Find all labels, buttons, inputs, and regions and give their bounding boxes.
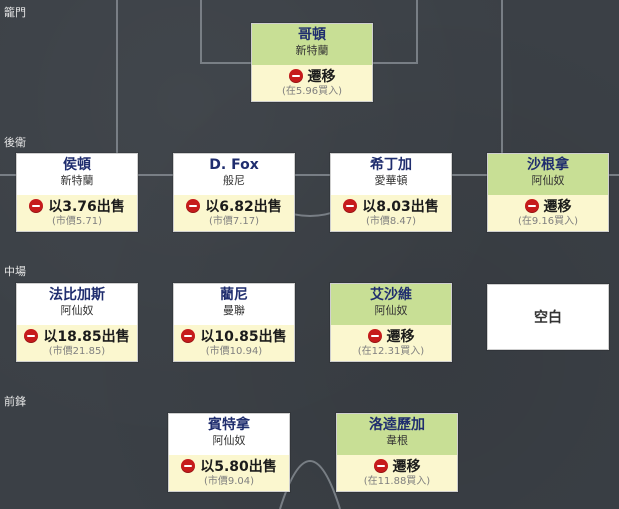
player-card-md-1[interactable]: 法比加斯 阿仙奴 以18.85出售 (市價21.85) (16, 283, 138, 362)
purchase-price-note: (在9.16買入) (517, 216, 579, 227)
remove-icon (343, 199, 358, 213)
player-name[interactable]: 賓特拿 (208, 417, 250, 433)
remove-icon (367, 329, 382, 343)
player-name[interactable]: D. Fox (209, 157, 259, 173)
section-defense-label: 後衛 (4, 136, 26, 149)
player-name[interactable]: 沙根拿 (527, 157, 569, 173)
player-card-header: 希丁加 愛華頓 (331, 154, 451, 195)
player-action-area: 遷移 (在12.31買入) (331, 325, 451, 361)
player-card-md-3[interactable]: 艾沙維 阿仙奴 遷移 (在12.31買入) (330, 283, 452, 362)
market-value-note: (市價21.85) (48, 346, 106, 357)
sell-label: 以8.03出售 (362, 199, 439, 215)
section-goalkeeper-label: 籠門 (4, 6, 26, 19)
player-card-header: 賓特拿 阿仙奴 (169, 414, 289, 455)
player-team: 阿仙奴 (374, 304, 408, 317)
section-midfield-label: 中場 (4, 265, 26, 278)
player-card-fw-1[interactable]: 賓特拿 阿仙奴 以5.80出售 (市價9.04) (168, 413, 290, 492)
sell-button[interactable]: 以10.85出售 (174, 327, 294, 345)
transfer-button[interactable]: 遷移 (337, 457, 457, 475)
transfer-label: 遷移 (392, 459, 421, 475)
player-card-df-1[interactable]: 侯頓 新特蘭 以3.76出售 (市價5.71) (16, 153, 138, 232)
remove-icon (181, 459, 196, 473)
player-card-header: 沙根拿 阿仙奴 (488, 154, 608, 195)
remove-icon (288, 69, 303, 83)
player-action-area: 以6.82出售 (市價7.17) (174, 195, 294, 231)
player-card-header: 艾沙維 阿仙奴 (331, 284, 451, 325)
player-card-md-2[interactable]: 藺尼 曼聯 以10.85出售 (市價10.94) (173, 283, 295, 362)
player-card-header: D. Fox 般尼 (174, 154, 294, 195)
player-team: 阿仙奴 (60, 304, 94, 317)
sell-label: 以18.85出售 (43, 329, 130, 345)
player-action-area: 以8.03出售 (市價8.47) (331, 195, 451, 231)
purchase-price-note: (在5.96買入) (281, 86, 343, 97)
section-forward-label: 前鋒 (4, 395, 26, 408)
player-action-area: 以3.76出售 (市價5.71) (17, 195, 137, 231)
player-card-gk-1[interactable]: 哥頓 新特蘭 遷移 (在5.96買入) (251, 23, 373, 102)
player-team: 曼聯 (223, 304, 245, 317)
sell-label: 以10.85出售 (200, 329, 287, 345)
sell-button[interactable]: 以6.82出售 (174, 197, 294, 215)
player-name[interactable]: 藺尼 (220, 287, 248, 303)
player-card-header: 法比加斯 阿仙奴 (17, 284, 137, 325)
player-team: 阿仙奴 (212, 434, 246, 447)
sell-label: 以3.76出售 (48, 199, 125, 215)
player-action-area: 以18.85出售 (市價21.85) (17, 325, 137, 361)
player-name[interactable]: 法比加斯 (49, 287, 105, 303)
player-card-fw-2[interactable]: 洛逵歷加 韋根 遷移 (在11.88買入) (336, 413, 458, 492)
player-team: 新特蘭 (295, 44, 329, 57)
remove-icon (24, 329, 39, 343)
transfer-label: 遷移 (543, 199, 572, 215)
player-card-df-4[interactable]: 沙根拿 阿仙奴 遷移 (在9.16買入) (487, 153, 609, 232)
market-value-note: (市價9.04) (203, 476, 255, 487)
transfer-button[interactable]: 遷移 (252, 67, 372, 85)
player-card-header: 洛逵歷加 韋根 (337, 414, 457, 455)
player-action-area: 遷移 (在5.96買入) (252, 65, 372, 101)
player-card-df-2[interactable]: D. Fox 般尼 以6.82出售 (市價7.17) (173, 153, 295, 232)
player-name[interactable]: 希丁加 (370, 157, 412, 173)
player-team: 般尼 (223, 174, 245, 187)
empty-slot[interactable]: 空白 (487, 284, 609, 350)
market-value-note: (市價7.17) (208, 216, 260, 227)
market-value-note: (市價5.71) (51, 216, 103, 227)
player-name[interactable]: 艾沙維 (370, 287, 412, 303)
sell-button[interactable]: 以5.80出售 (169, 457, 289, 475)
empty-slot-label: 空白 (534, 310, 562, 326)
market-value-note: (市價8.47) (365, 216, 417, 227)
player-action-area: 以10.85出售 (市價10.94) (174, 325, 294, 361)
remove-icon (524, 199, 539, 213)
remove-icon (373, 459, 388, 473)
player-team: 韋根 (386, 434, 408, 447)
player-card-header: 哥頓 新特蘭 (252, 24, 372, 65)
player-team: 愛華頓 (374, 174, 408, 187)
player-card-df-3[interactable]: 希丁加 愛華頓 以8.03出售 (市價8.47) (330, 153, 452, 232)
purchase-price-note: (在12.31買入) (357, 346, 425, 357)
player-name[interactable]: 洛逵歷加 (369, 417, 425, 433)
player-card-header: 侯頓 新特蘭 (17, 154, 137, 195)
player-name[interactable]: 哥頓 (298, 27, 326, 43)
player-team: 阿仙奴 (531, 174, 565, 187)
sell-button[interactable]: 以18.85出售 (17, 327, 137, 345)
player-action-area: 遷移 (在11.88買入) (337, 455, 457, 491)
transfer-label: 遷移 (386, 329, 415, 345)
transfer-label: 遷移 (307, 69, 336, 85)
player-action-area: 以5.80出售 (市價9.04) (169, 455, 289, 491)
market-value-note: (市價10.94) (205, 346, 263, 357)
sell-button[interactable]: 以8.03出售 (331, 197, 451, 215)
player-card-header: 藺尼 曼聯 (174, 284, 294, 325)
sell-button[interactable]: 以3.76出售 (17, 197, 137, 215)
remove-icon (181, 329, 196, 343)
sell-label: 以5.80出售 (200, 459, 277, 475)
player-action-area: 遷移 (在9.16買入) (488, 195, 608, 231)
sell-label: 以6.82出售 (205, 199, 282, 215)
player-team: 新特蘭 (60, 174, 94, 187)
player-name[interactable]: 侯頓 (63, 157, 91, 173)
transfer-button[interactable]: 遷移 (331, 327, 451, 345)
transfer-button[interactable]: 遷移 (488, 197, 608, 215)
purchase-price-note: (在11.88買入) (363, 476, 431, 487)
remove-icon (186, 199, 201, 213)
remove-icon (29, 199, 44, 213)
